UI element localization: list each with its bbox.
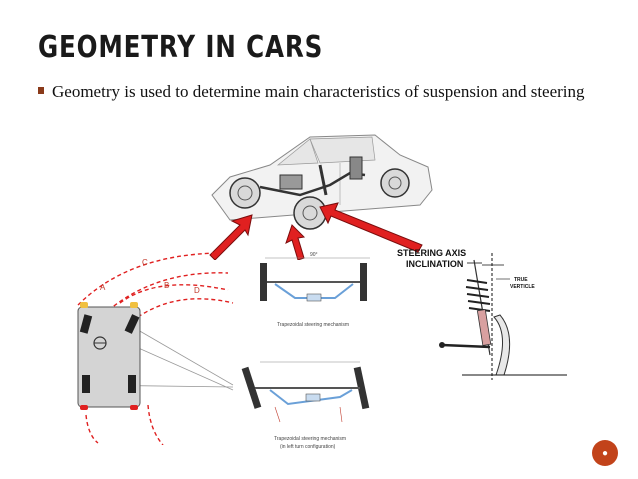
label-a: A	[100, 283, 106, 292]
turning-radius-diagram: A C B D	[77, 252, 234, 445]
steering-axis-label-1: STEERING AXIS	[397, 248, 466, 258]
trapezoid-steering-diagram-straight: 90° Trapezoidal steering mechanism	[260, 252, 370, 328]
bullet-square-icon	[38, 87, 44, 94]
true-vertical-label-2: VERTICLE	[510, 284, 535, 290]
true-vertical-label-1: TRUE	[514, 277, 528, 283]
steering-axis-label-2: INCLINATION	[406, 259, 463, 269]
bullet-text: Geometry is used to determine main chara…	[52, 82, 585, 101]
circle-badge-icon: ●	[601, 447, 609, 459]
trapezoid-steering-diagram-turn: Trapezoidal steering mechanism (in left …	[241, 361, 370, 450]
bullet-item: Geometry is used to determine main chara…	[38, 82, 618, 101]
label-c: C	[142, 258, 148, 267]
steering-axis-inclination-diagram: STEERING AXIS INCLINATION TRUE VERTICLE	[397, 248, 567, 380]
caption-bottom-2: (in left turn configuration)	[280, 444, 336, 450]
caption-bottom-1: Trapezoidal steering mechanism	[274, 436, 346, 442]
slide-title: GEOMETRY IN CARS	[38, 30, 324, 65]
slide-corner-badge[interactable]: ●	[592, 440, 618, 466]
caption-top: Trapezoidal steering mechanism	[277, 322, 349, 328]
label-d: D	[194, 286, 200, 295]
label-b: B	[164, 281, 169, 290]
angle-label: 90°	[310, 252, 318, 258]
car-suspension-illustration	[209, 134, 433, 260]
